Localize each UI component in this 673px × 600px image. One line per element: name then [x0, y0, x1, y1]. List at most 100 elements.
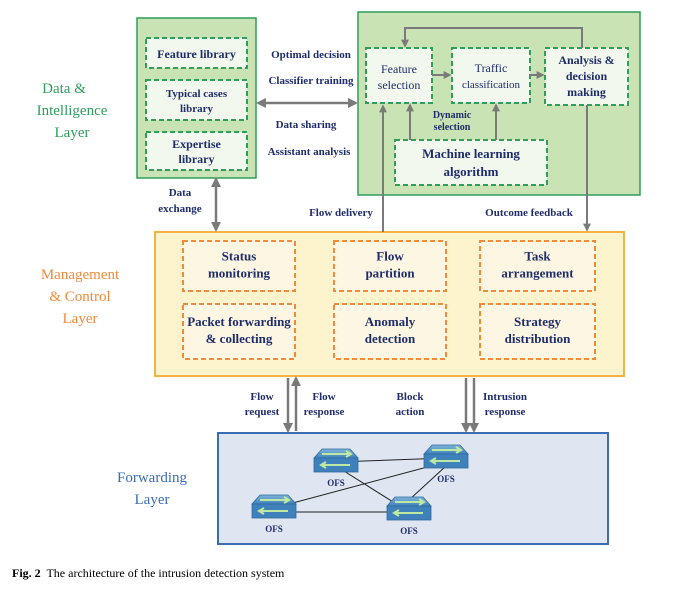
packet-forwarding-collecting-box: Packet forwarding & collecting [182, 303, 296, 360]
traffic-classification-label: classification [462, 79, 521, 91]
status-monitoring-label: monitoring [208, 266, 271, 281]
switch-label: OFS [400, 526, 418, 536]
block-action-label: action [396, 406, 425, 418]
anomaly-detection-label: Anomaly [365, 314, 416, 329]
ml-algorithm-label: Machine learning [422, 146, 520, 161]
analysis-decision-label: making [567, 85, 606, 99]
switch-arrowheads [392, 498, 426, 517]
typical-cases-library-label: Typical cases [166, 88, 228, 100]
flow-request-label: request [245, 406, 280, 418]
arrow-analysis-feedback [401, 27, 583, 48]
assistant-analysis-label: Assistant analysis [268, 146, 352, 158]
layer-title-line: Data & [42, 81, 86, 97]
flow-request-label: Flow [250, 391, 273, 403]
status-monitoring-label: Status [222, 249, 257, 264]
switch-arrows-icon [432, 449, 460, 462]
layer-title-line: Management [41, 267, 120, 283]
analysis-decision-label: Analysis & [558, 53, 614, 67]
packet-forwarding-collecting-label: Packet forwarding [187, 314, 291, 329]
expertise-library-label: Expertise [172, 137, 221, 151]
forwarding-interface-labels: Flow request Flow response Block action … [245, 391, 527, 418]
traffic-classification-label: Traffic [475, 61, 508, 75]
switch-label: OFS [327, 478, 345, 488]
task-arrangement-label: Task [524, 249, 551, 264]
data-sharing-label: Data sharing [276, 119, 337, 131]
flow-partition-label: partition [365, 266, 415, 281]
layer-title-line: Layer [135, 492, 170, 508]
typical-cases-library-label: library [180, 103, 213, 115]
optimal-decision-label: Optimal decision [271, 49, 351, 61]
switch-arrowheads [319, 450, 353, 469]
feature-selection-label: Feature [381, 62, 417, 76]
anomaly-detection-box: Anomaly detection [333, 303, 447, 360]
feature-library-label: Feature library [157, 47, 236, 61]
feature-selection-label: selection [378, 78, 421, 92]
switch-arrowheads [257, 496, 291, 515]
layer-title-line: & Control [49, 289, 110, 305]
switch-label: OFS [265, 524, 283, 534]
strategy-distribution-label: Strategy [514, 314, 561, 329]
feature-library-box: Feature library [145, 37, 248, 69]
flow-delivery-label: Flow delivery [309, 207, 373, 219]
task-arrangement-box: Task arrangement [479, 240, 596, 292]
switch-arrows-icon [322, 453, 350, 466]
expertise-library-label: library [179, 152, 215, 166]
anomaly-detection-label: detection [365, 331, 416, 346]
caption-label: Fig. 2 [12, 566, 41, 580]
switch-arrows-icon [395, 501, 423, 514]
flow-response-label: response [304, 406, 345, 418]
switch-link [408, 465, 447, 501]
expertise-library-box: Expertise library [145, 131, 248, 171]
analysis-decision-label: decision [566, 69, 608, 83]
flow-partition-box: Flow partition [333, 240, 447, 292]
dynamic-selection-text: Dynamic [433, 110, 472, 121]
forwarding-layer-title: Forwarding Layer [117, 470, 187, 508]
intrusion-response-label: Intrusion [483, 391, 527, 403]
switch-label: OFS [437, 474, 455, 484]
status-monitoring-box: Status monitoring [182, 240, 296, 292]
dynamic-selection-label: Dynamic selection [433, 110, 472, 133]
data-exchange-label: Data exchange [158, 187, 202, 215]
ml-algorithm-box: Machine learning algorithm [394, 139, 548, 186]
outcome-feedback-label: Outcome feedback [485, 207, 574, 219]
layer-title-line: Layer [63, 311, 98, 327]
figure-caption: Fig. 2 The architecture of the intrusion… [12, 566, 284, 581]
feature-selection-box: Feature selection [365, 47, 433, 104]
analysis-decision-box: Analysis & decision making [544, 47, 629, 106]
management-forwarding-arrows [283, 376, 479, 433]
switch-arrows-icon [260, 499, 288, 512]
caption-text: The architecture of the intrusion detect… [46, 566, 285, 580]
layer-title-line: Forwarding [117, 470, 187, 486]
packet-forwarding-collecting-label: & collecting [206, 331, 273, 346]
data-exchange-text: Data [169, 187, 192, 199]
traffic-classification-box: Traffic classification [451, 47, 531, 104]
management-modules: Status monitoring Flow partition Task arrange… [182, 240, 596, 360]
openflow-switches: OFS OFS OFS OFS [251, 444, 469, 536]
strategy-distribution-label: distribution [505, 331, 572, 346]
flow-response-label: Flow [312, 391, 335, 403]
layer-title-line: Layer [55, 125, 90, 141]
switch-node: OFS [313, 448, 359, 488]
intrusion-response-label: response [485, 406, 526, 418]
typical-cases-library-box: Typical cases library [145, 79, 248, 121]
library-analysis-labels: Optimal decision Classifier training Dat… [268, 49, 354, 158]
block-action-label: Block [397, 391, 425, 403]
classifier-training-label: Classifier training [268, 75, 354, 87]
switch-node: OFS [251, 494, 297, 534]
task-arrangement-label: arrangement [501, 266, 574, 281]
data-intelligence-layer-title: Data & Intelligence Layer [37, 81, 108, 141]
switch-node: OFS [423, 444, 469, 484]
analysis-panel-arrows [401, 27, 583, 140]
strategy-distribution-box: Strategy distribution [479, 303, 596, 360]
management-control-layer-title: Management & Control Layer [41, 267, 120, 327]
dynamic-selection-text: selection [434, 122, 471, 133]
forwarding-panel [217, 432, 609, 545]
ml-algorithm-label: algorithm [444, 164, 499, 179]
switch-node: OFS [386, 496, 432, 536]
layer-title-line: Intelligence [37, 103, 108, 119]
switch-arrowheads [429, 446, 463, 465]
flow-partition-label: Flow [376, 249, 404, 264]
switch-link [273, 461, 447, 509]
data-exchange-text: exchange [158, 203, 202, 215]
